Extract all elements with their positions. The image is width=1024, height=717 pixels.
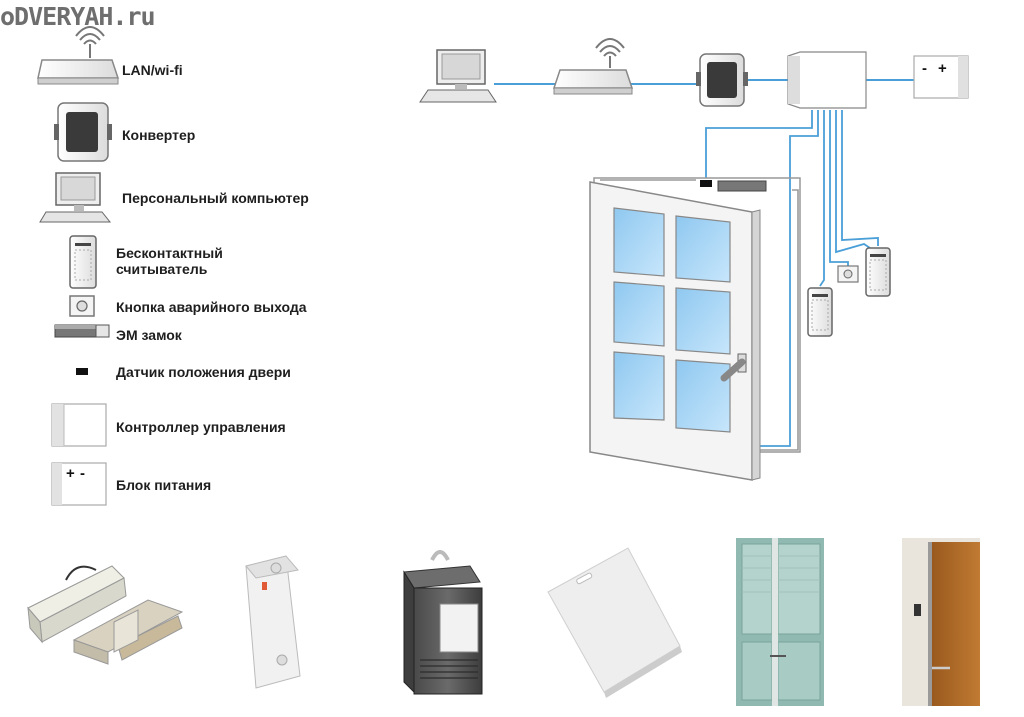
legend-label-em-lock: ЭМ замок — [116, 327, 182, 343]
photo-proximity-card — [547, 547, 682, 698]
legend-converter-icon — [54, 102, 112, 162]
legend-label-power: Блок питания — [116, 477, 212, 493]
legend-em-lock-icon — [54, 324, 110, 338]
legend-reader-icon — [69, 235, 97, 289]
diagram-reader-icon-2 — [865, 247, 891, 297]
controller-cables-grey — [600, 179, 799, 451]
diagram-power-supply-icon: - + — [913, 55, 969, 99]
power-plus-symbol: + — [938, 60, 947, 77]
network-cables — [494, 79, 914, 85]
legend-label-controller: Контроллер управления — [116, 419, 286, 435]
photo-glass-door — [736, 538, 824, 706]
diagram-controller-icon — [787, 51, 867, 109]
legend-label-door-sensor: Датчик положения двери — [116, 364, 291, 380]
legend-label-computer: Персональный компьютер — [122, 190, 309, 206]
legend-power-minus: - — [80, 465, 85, 482]
legend-power-supply-icon: + - — [51, 462, 107, 506]
diagram-converter-icon — [696, 53, 748, 107]
diagram-router-icon — [552, 38, 634, 95]
legend-computer-icon — [39, 172, 112, 223]
legend-label-exit-button: Кнопка аварийного выхода — [116, 299, 307, 315]
legend-router-icon — [37, 26, 120, 85]
photo-wooden-door — [902, 538, 980, 706]
legend-label-lan: LAN/wi-fi — [122, 62, 183, 78]
door-sensor-icon — [700, 180, 712, 187]
door-handle-icon — [720, 353, 747, 382]
photo-em-lock — [27, 565, 184, 665]
door-illustration — [589, 177, 801, 481]
photo-reader — [245, 555, 301, 689]
controller-cables — [705, 110, 879, 447]
legend-label-converter: Конвертер — [122, 127, 196, 143]
power-minus-symbol: - — [922, 60, 927, 77]
legend-controller-icon — [51, 403, 107, 447]
legend-door-sensor-icon — [76, 368, 88, 375]
diagram-exit-button-icon — [837, 265, 859, 283]
site-watermark: oDVERYAH.ru — [0, 2, 156, 31]
door-em-lock-icon — [700, 180, 767, 192]
legend-power-plus: + — [66, 465, 75, 482]
diagram-reader-icon — [807, 287, 833, 337]
diagram-computer-icon — [419, 49, 497, 103]
legend-label-reader: Бесконтактный считыватель — [116, 245, 223, 277]
photo-power-supply — [403, 550, 483, 695]
legend-exit-button-icon — [69, 295, 95, 317]
